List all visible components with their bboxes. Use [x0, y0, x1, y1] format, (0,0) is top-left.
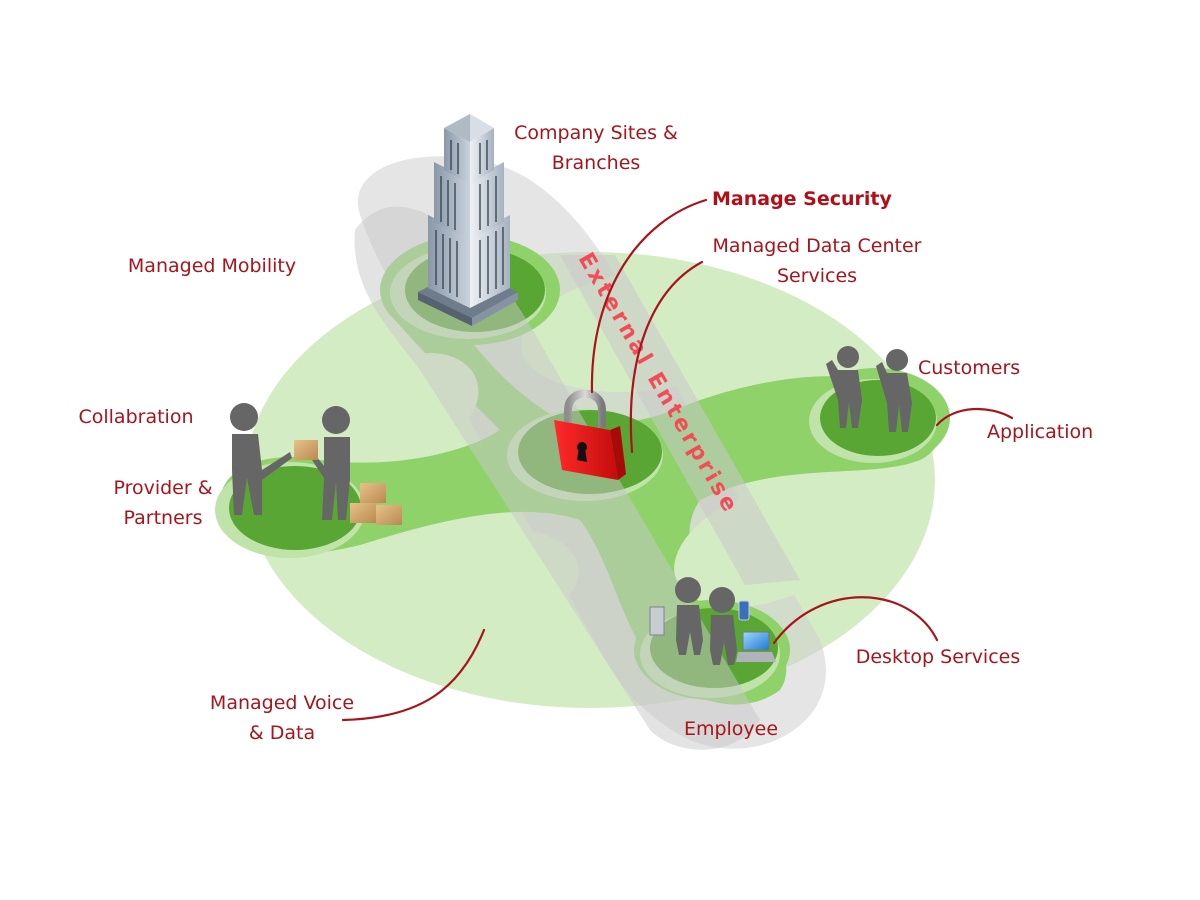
- label-managed-mobility: Managed Mobility: [128, 255, 296, 277]
- manage-security-leader: [590, 198, 708, 394]
- people-with-devices-icon: [649, 577, 776, 665]
- label-application: Application: [987, 421, 1093, 443]
- desktop-services-leader: [772, 596, 939, 645]
- server-icon: [649, 606, 665, 636]
- label-managed-voice-data: & Data: [249, 722, 315, 744]
- label-desktop-services: Desktop Services: [856, 646, 1021, 668]
- managed-voice-leader: [341, 628, 486, 722]
- padlock-icon: [554, 389, 626, 480]
- label-employee: Employee: [684, 718, 778, 740]
- label-provider: Provider &: [113, 477, 212, 499]
- label-managed-data-center-services: Services: [777, 265, 857, 287]
- laptop-icon: [742, 631, 770, 651]
- label-company-sites: Company Sites &: [514, 122, 678, 144]
- mobile-phone-icon: [738, 600, 750, 621]
- label-managed-data-center: Managed Data Center: [713, 235, 922, 257]
- people-waving-icon: [826, 346, 912, 432]
- node-customers: [800, 368, 950, 468]
- external-band-strip: [560, 255, 800, 585]
- label-manage-security: Manage Security: [712, 188, 893, 210]
- inner-patch: [361, 527, 579, 643]
- people-handing-package-icon: [230, 403, 402, 525]
- label-collabration: Collabration: [78, 406, 193, 428]
- office-building-icon: [418, 114, 518, 326]
- data-center-leader: [629, 260, 704, 454]
- label-partners: Partners: [124, 507, 203, 529]
- label-managed-voice: Managed Voice: [210, 692, 354, 714]
- application-leader: [935, 407, 1014, 427]
- label-company-branches: Branches: [552, 152, 641, 174]
- label-customers: Customers: [918, 357, 1020, 379]
